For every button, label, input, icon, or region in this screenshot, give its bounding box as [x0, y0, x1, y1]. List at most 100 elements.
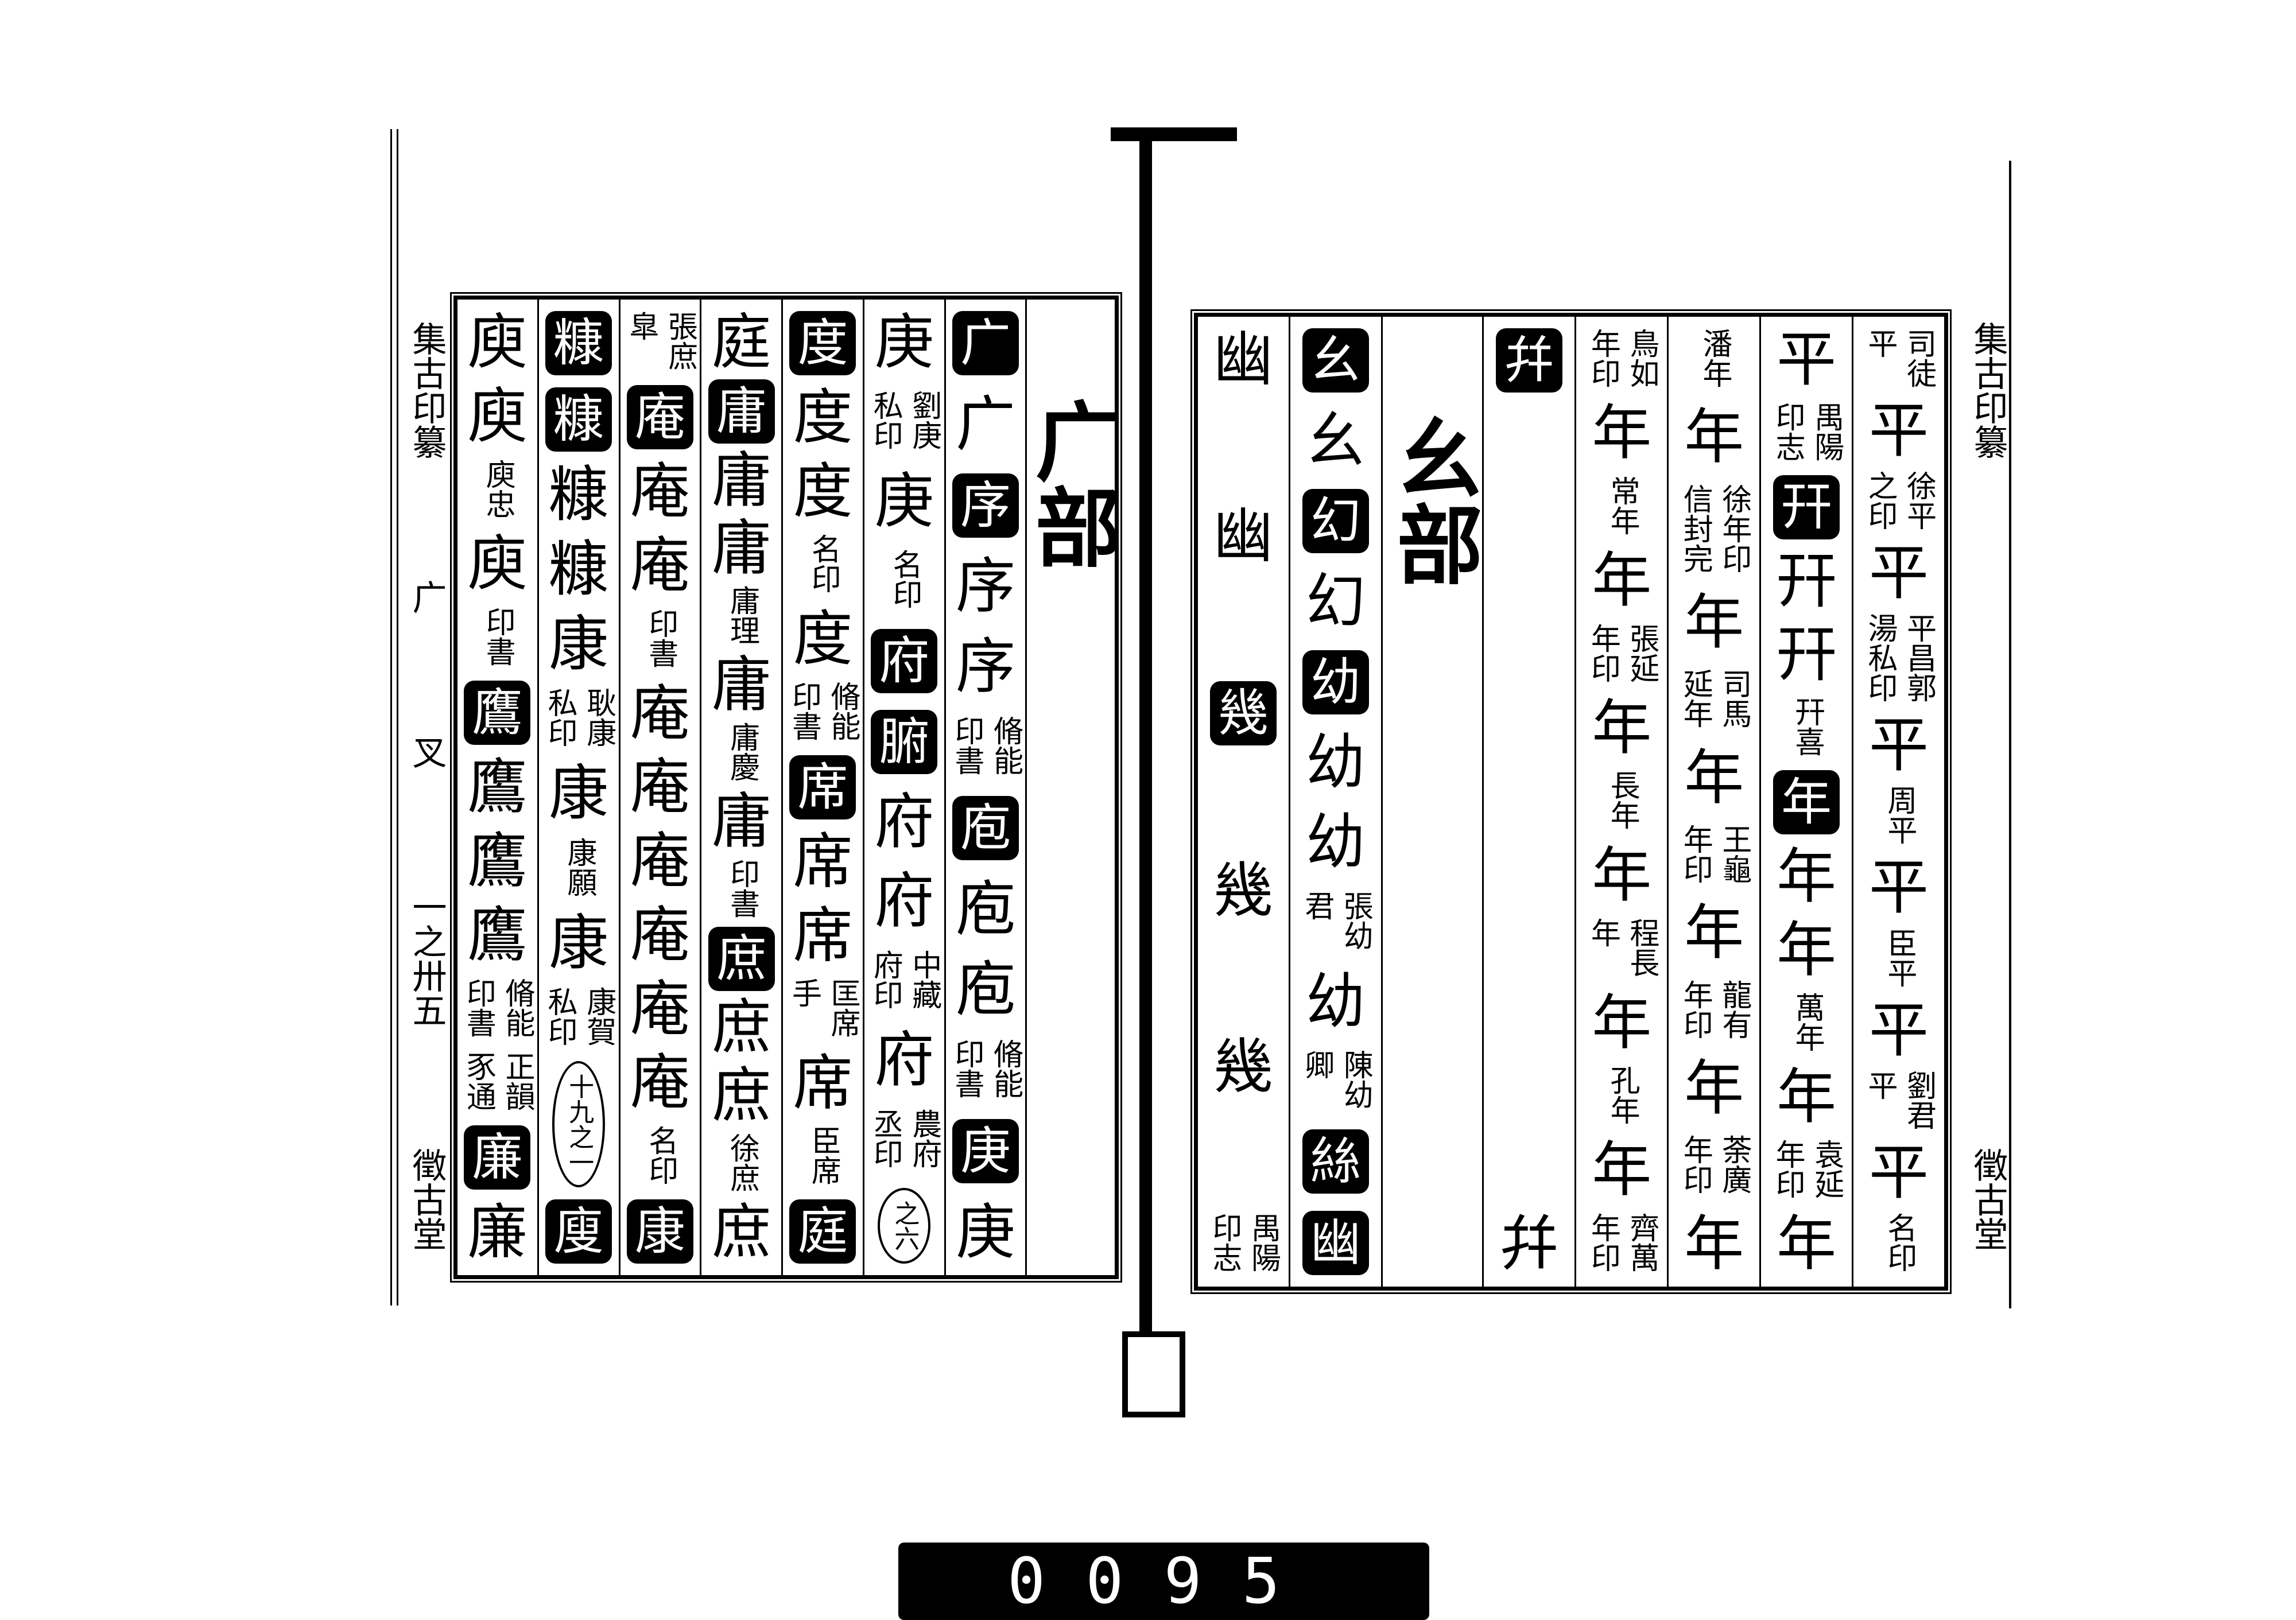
boxed-character: 序	[952, 473, 1019, 538]
margin-text: 叉	[406, 735, 447, 769]
left-page-frame: 广部广广序序序脩能印書庖庖庖脩能印書庚庚庚劉庚私印庚名印府腑府府中藏府印府農府丞…	[453, 296, 1120, 1279]
seal-character: 幼	[1305, 727, 1366, 798]
seal-character: 平	[1869, 852, 1929, 923]
seal-character: 康	[549, 758, 609, 829]
boxed-character: 年	[1773, 770, 1840, 835]
right-page-frame: 司徒平平徐平之印平平昌郭湯私印平周平平臣平平劉君平平名印平禺陽印志幵幵幵幵喜年年…	[1194, 313, 1948, 1291]
boxed-character: 席	[789, 755, 856, 819]
seal-character: 平	[1869, 710, 1929, 780]
seal-character: 幵	[1777, 546, 1837, 616]
seal-character: 庵	[630, 752, 690, 822]
seal-caption: 名印	[806, 534, 841, 594]
boxed-character: 腑	[871, 709, 938, 774]
seal-caption: 司馬延年	[1678, 669, 1751, 729]
seal-caption: 耿康私印	[542, 687, 616, 748]
seal-caption: 中藏府印	[868, 949, 941, 1009]
seal-caption: 脩能印書	[786, 681, 860, 741]
boxed-character: 幺	[1302, 328, 1369, 393]
left-page-margin: 集古印纂广叉一之卅五徵古堂	[402, 321, 452, 1251]
entry-column: 幷幷	[1482, 317, 1574, 1287]
seal-character: 廉	[467, 1196, 528, 1267]
seal-character: 幼	[1305, 807, 1366, 877]
seal-character: 席	[793, 900, 853, 970]
seal-character: 庚	[955, 1196, 1015, 1267]
seal-caption: 幵喜	[1789, 697, 1824, 757]
seal-caption: 康賀私印	[542, 986, 616, 1046]
boxed-character: 鷹	[464, 680, 531, 745]
seal-character: 幻	[1305, 566, 1366, 636]
seal-character: 平	[1869, 538, 1929, 608]
seal-character: 幽	[1213, 324, 1273, 394]
seal-character: 年	[1592, 692, 1652, 763]
seal-character: 庚	[874, 307, 934, 377]
seal-caption: 孔年	[1605, 1065, 1640, 1125]
entry-column: 司徒平平徐平之印平平昌郭湯私印平周平平臣平平劉君平平名印	[1852, 317, 1944, 1287]
entry-column: 庚劉庚私印庚名印府腑府府中藏府印府農府丞印之六	[862, 300, 944, 1275]
seal-character: 平	[1869, 1137, 1929, 1207]
seal-caption: 臣平	[1882, 927, 1917, 988]
seal-character: 鷹	[467, 899, 528, 970]
seal-character: 平	[1869, 395, 1929, 466]
seal-character: 年	[1684, 898, 1744, 968]
boxed-character: 庭	[789, 1199, 856, 1264]
boxed-character: 庶	[708, 926, 775, 991]
seal-caption: 正韻豕通	[461, 1051, 534, 1112]
seal-caption: 張庶皐	[623, 311, 697, 371]
seal-character: 广	[955, 389, 1015, 459]
seal-character: 年	[1592, 840, 1652, 910]
margin-text: 徵古堂	[406, 1148, 447, 1251]
boxed-character: 絲	[1302, 1129, 1369, 1194]
seal-character: 鷹	[467, 752, 528, 822]
seal-character: 幷	[1499, 1208, 1560, 1279]
seal-character: 年	[1592, 987, 1652, 1058]
seal-caption: 平昌郭湯私印	[1863, 613, 1936, 703]
boxed-character: 庚	[952, 1118, 1019, 1183]
seal-character: 序	[955, 631, 1015, 702]
entry-column: 幺幺幻幻幼幼幼張幼君幼陳幼卿絲幽	[1288, 317, 1381, 1287]
boxed-character: 幵	[1773, 475, 1840, 539]
boxed-character: 糠	[545, 387, 612, 452]
left-margin-rule	[390, 129, 398, 1306]
seal-character: 府	[874, 786, 934, 857]
seal-caption: 齊萬年印	[1585, 1212, 1659, 1272]
seal-character: 庖	[955, 954, 1015, 1025]
boxed-character: 康	[626, 1199, 693, 1264]
entry-column: 幽幽幾幾幾禺陽印志	[1198, 317, 1289, 1287]
seal-caption: 司徒平	[1863, 328, 1936, 388]
seal-caption: 常年	[1605, 475, 1640, 535]
seal-caption: 長年	[1605, 770, 1640, 830]
seal-caption: 農府丞印	[868, 1108, 941, 1168]
seal-caption: 徐平之印	[1863, 471, 1936, 531]
seal-character: 年	[1777, 1208, 1837, 1279]
boxed-character: 廋	[545, 1199, 612, 1264]
seal-caption: 脩能印書	[949, 1039, 1023, 1099]
entry-column: 潘年年徐年印信封完年司馬延年年王龜年印年龍有年印年荼廣年印年	[1667, 317, 1759, 1287]
seal-character: 康	[549, 907, 609, 978]
boxed-character: 庖	[952, 796, 1019, 861]
seal-character: 庾	[467, 529, 528, 599]
seal-character: 庵	[630, 530, 690, 601]
right-margin-rule	[2009, 161, 2016, 1308]
seal-character: 庭	[711, 307, 771, 377]
seal-character: 庵	[630, 973, 690, 1044]
seal-character: 年	[1592, 545, 1652, 616]
seal-caption: 鳥如年印	[1585, 328, 1659, 388]
seal-character: 年	[1684, 742, 1744, 813]
boxed-character: 广	[952, 311, 1019, 375]
seal-caption: 印書	[724, 858, 759, 918]
seal-character: 庸	[711, 650, 771, 720]
seal-character: 年	[1684, 402, 1744, 472]
seal-character: 幵	[1777, 619, 1837, 690]
margin-text: 徵古堂	[1968, 1148, 2008, 1251]
seal-character: 年	[1777, 915, 1837, 985]
boxed-character: 糠	[545, 311, 612, 375]
seal-character: 幾	[1213, 855, 1273, 926]
seal-caption: 印書	[480, 607, 515, 667]
seal-character: 庾	[467, 380, 528, 451]
seal-character: 年	[1684, 587, 1744, 658]
seal-caption: 匡席手	[786, 978, 860, 1038]
seal-character: 年	[1592, 1135, 1652, 1205]
seal-caption: 劉庚私印	[868, 390, 941, 450]
seal-caption: 張延年印	[1585, 623, 1659, 683]
entry-column: 庾庾庾忠庾印書鷹鷹鷹鷹脩能印書正韻豕通廉廉	[457, 300, 537, 1275]
